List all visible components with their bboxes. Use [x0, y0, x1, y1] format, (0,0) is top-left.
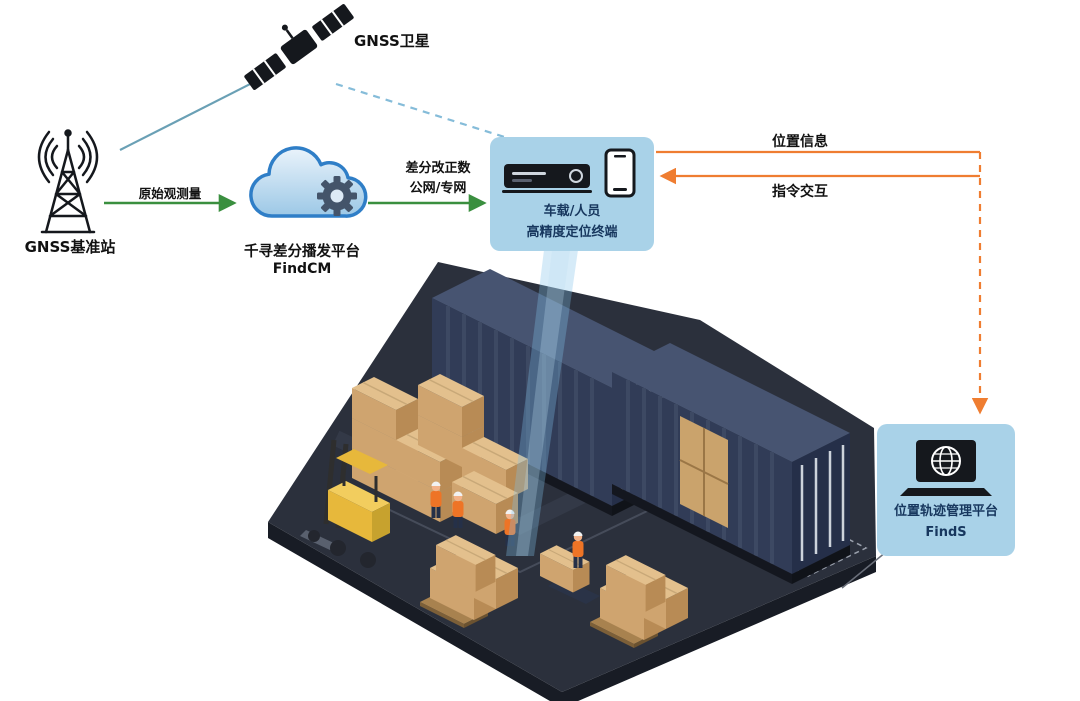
- satellite-label: GNSS卫星: [354, 32, 430, 50]
- container-right: [612, 343, 850, 584]
- gnss-satellite-icon: [244, 4, 354, 90]
- signal-waves-right-icon: [77, 130, 99, 184]
- smartphone-icon: [604, 148, 636, 197]
- link-satellite-base: [119, 75, 267, 151]
- signal-waves-left-icon: [37, 130, 59, 184]
- management-platform-product: FindS: [925, 525, 967, 540]
- management-platform-node: 位置轨迹管理平台 FindS: [877, 424, 1015, 556]
- terminal-label-line2: 高精度定位终端: [526, 225, 618, 240]
- edge-label-command-interaction: 指令交互: [772, 184, 828, 200]
- terminal-icons: [502, 148, 636, 197]
- terminal-node: 车载/人员 高精度定位终端: [490, 137, 654, 251]
- beam-terminal-to-scene: [506, 250, 578, 556]
- terminal-label-line1: 车载/人员: [543, 203, 601, 219]
- management-platform-name: 位置轨迹管理平台: [893, 503, 998, 519]
- cloud-platform-name: 千寻差分播发平台: [244, 244, 360, 260]
- cloud-platform-product: FindCM: [272, 261, 332, 277]
- laptop-globe-icon: [900, 439, 992, 496]
- base-station-label: GNSS基准站: [24, 238, 116, 256]
- warehouse-scene-illustration: [268, 262, 876, 701]
- edge-label-diff-correction-line2: 公网/专网: [409, 181, 467, 196]
- base-station-icon: [37, 129, 99, 234]
- edge-label-position-info: 位置信息: [772, 134, 828, 150]
- cloud-gear-icon: [249, 146, 368, 218]
- edge-label-raw-observation: 原始观测量: [138, 186, 202, 201]
- receiver-icon: [502, 163, 592, 193]
- link-satellite-terminal: [335, 82, 515, 142]
- forklift-illustration: [300, 439, 390, 568]
- gear-icon: [317, 176, 357, 216]
- callout-line-finds: [841, 551, 887, 589]
- edge-label-diff-correction-line1: 差分改正数: [405, 161, 471, 176]
